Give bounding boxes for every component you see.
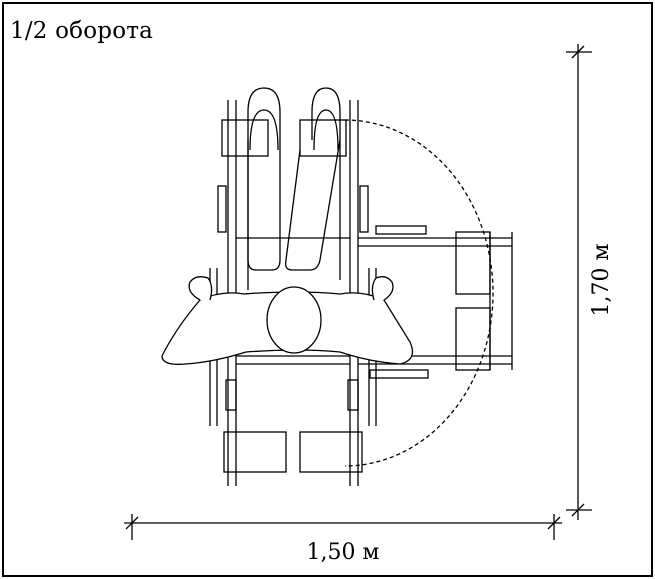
left-leg xyxy=(247,87,281,271)
left-rear-block xyxy=(223,431,287,473)
height-label: 1,70 м xyxy=(589,243,614,316)
diagram-title: 1/2 оборота xyxy=(10,18,154,44)
left-footplate xyxy=(221,119,269,157)
turning-arc xyxy=(344,119,494,467)
right-rear-block xyxy=(299,431,363,473)
width-dimension xyxy=(124,514,562,540)
right-footplate xyxy=(299,119,347,157)
width-label: 1,50 м xyxy=(306,540,379,565)
table xyxy=(358,225,513,379)
height-dimension xyxy=(566,44,592,520)
left-arm xyxy=(188,276,213,301)
right-arm xyxy=(371,276,394,301)
head xyxy=(266,286,322,354)
right-leg xyxy=(284,87,341,271)
